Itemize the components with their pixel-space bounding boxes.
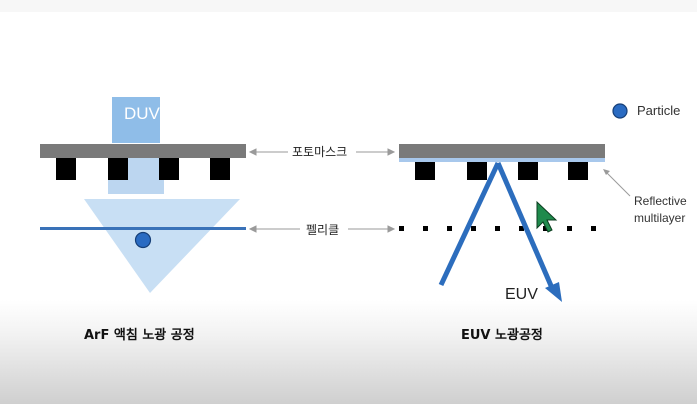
duv-beam-arrowhead: [84, 199, 240, 293]
particle-legend-icon: [612, 103, 628, 119]
mouse-cursor-icon: [536, 200, 558, 233]
arf-process-caption: ArF 액침 노광 공정: [84, 328, 195, 343]
pellicle-connector: [248, 225, 396, 233]
reflective-pointer: [603, 169, 631, 197]
left-pellicle: [40, 227, 246, 230]
euv-ray-arrowhead: [545, 282, 562, 302]
right-mask-block-2: [467, 162, 487, 180]
photomask-label: 포토마스크: [292, 145, 348, 159]
euv-label: EUV: [505, 286, 538, 303]
euv-process-caption: EUV 노광공정: [461, 328, 543, 343]
pellicle-label: 펠리클: [306, 223, 340, 237]
left-mask-block-1: [56, 158, 76, 180]
left-mask-block-3: [159, 158, 179, 180]
reflective-multilayer: [399, 158, 605, 162]
right-pellicle-dotted: [399, 226, 596, 231]
reflective-multilayer-label: Reflective multilayer: [634, 193, 687, 227]
left-mask-block-4: [210, 158, 230, 180]
right-mask-block-1: [415, 162, 435, 180]
left-mask-block-2: [108, 158, 128, 180]
euv-ray: [438, 161, 555, 289]
reflective-label-line1: Reflective: [634, 194, 687, 208]
left-photomask: [40, 144, 246, 158]
particle-legend-label: Particle: [637, 103, 681, 118]
duv-beam-head: [112, 97, 160, 143]
right-mask-block-4: [568, 162, 588, 180]
right-mask-block-3: [518, 162, 538, 180]
right-photomask: [399, 144, 605, 158]
duv-label: DUV: [124, 104, 160, 123]
particle-icon: [134, 231, 152, 249]
photomask-connector: [248, 148, 396, 156]
top-bar: [0, 0, 697, 12]
reflective-label-line2: multilayer: [634, 211, 686, 225]
